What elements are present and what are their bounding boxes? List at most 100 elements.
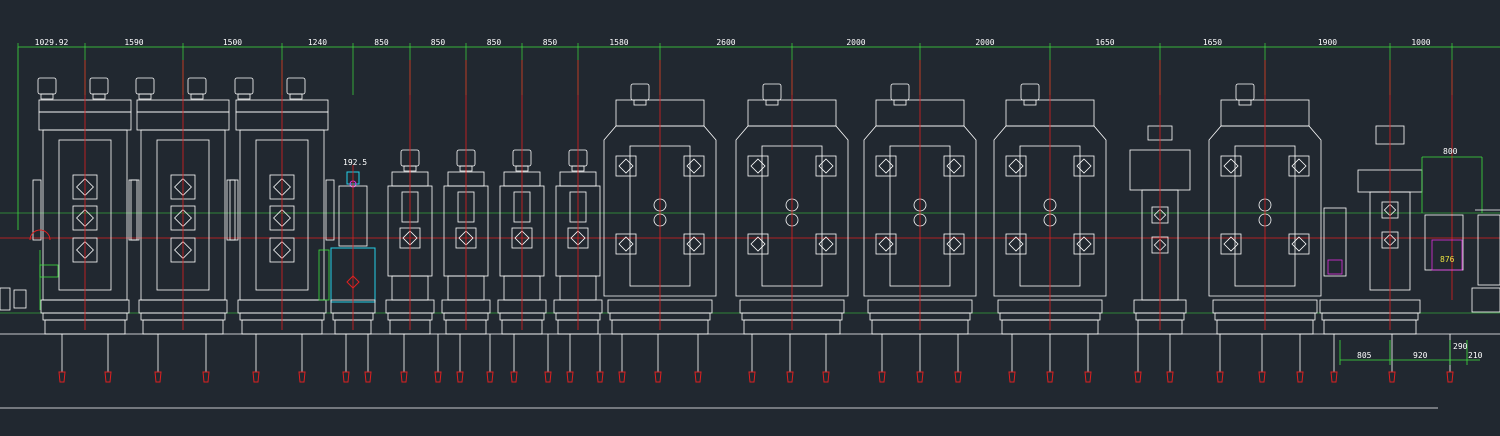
exit-detail: 800 876 xyxy=(1421,147,1500,313)
roll-chock xyxy=(615,233,637,255)
anchor-bolt xyxy=(596,334,604,383)
dimension-extension-lines xyxy=(17,43,1453,95)
bolt-anchor xyxy=(786,371,794,383)
anchor-bolt xyxy=(1134,334,1142,383)
roll-diamond xyxy=(1223,158,1239,174)
bolt-anchor xyxy=(878,371,886,383)
anchor-bolt xyxy=(456,334,464,383)
aux-unit xyxy=(1323,207,1347,277)
top-dimension-label: 850 xyxy=(543,38,558,47)
anchor-bolt xyxy=(1084,334,1092,383)
anchor-bolt xyxy=(486,334,494,383)
motor-body xyxy=(1020,83,1040,101)
roll-chock xyxy=(815,233,837,255)
motor-base xyxy=(237,93,251,100)
xl-housing xyxy=(735,125,849,297)
motor-base xyxy=(1238,99,1252,106)
entry-guide-detail xyxy=(0,229,59,311)
right-dimension-label: 800 xyxy=(1443,147,1458,156)
bolt-anchor xyxy=(1166,371,1174,383)
top-dimension-label: 850 xyxy=(487,38,502,47)
top-dimension-label: 1900 xyxy=(1318,38,1337,47)
roll-diamond xyxy=(818,158,834,174)
mill-stands xyxy=(32,60,1453,335)
bolt-anchor xyxy=(1330,371,1338,383)
roll-diamond xyxy=(618,236,634,252)
bolt-anchor xyxy=(456,371,464,383)
bolt-anchor xyxy=(434,371,442,383)
stand-base xyxy=(1319,299,1421,314)
bolt-anchor xyxy=(954,371,962,383)
bolt-anchor xyxy=(654,371,662,383)
motor-base xyxy=(138,93,152,100)
top-dimension-label: 1029.92 xyxy=(35,38,69,47)
anchor-bolt xyxy=(566,334,574,383)
mill-stand-14 xyxy=(1208,60,1322,335)
top-dimension-label: 1240 xyxy=(308,38,327,47)
motor-body xyxy=(630,83,650,101)
bolt-anchor xyxy=(202,371,210,383)
roll-chock xyxy=(683,155,705,177)
bottom-dimension-row: 805 920 290 210 xyxy=(1339,340,1483,365)
motor-base xyxy=(893,99,907,106)
anchor-bolt xyxy=(1388,334,1396,383)
anchor-bolt xyxy=(878,334,886,383)
motor-base xyxy=(765,99,779,106)
motor-body xyxy=(1235,83,1255,101)
anchor-bolt xyxy=(822,334,830,383)
roll-diamond xyxy=(750,158,766,174)
roll-chock xyxy=(875,233,897,255)
roll-chock xyxy=(747,233,769,255)
top-dimension-label: 2000 xyxy=(846,38,865,47)
bolt-anchor xyxy=(822,371,830,383)
stand-foundation xyxy=(1323,319,1417,335)
bolt-anchor xyxy=(694,371,702,383)
anchor-bolt xyxy=(434,334,442,383)
top-dimension-label: 1000 xyxy=(1411,38,1430,47)
anchor-bolts xyxy=(58,334,1454,383)
anchor-bolt xyxy=(1296,334,1304,383)
bolt-anchor xyxy=(1008,371,1016,383)
bolt-anchor xyxy=(104,371,112,383)
roll-diamond xyxy=(946,158,962,174)
motor-body xyxy=(37,77,57,95)
motor-base xyxy=(190,93,204,100)
roll-chock xyxy=(1005,233,1027,255)
top-dimension-label: 1650 xyxy=(1203,38,1222,47)
motor-box-label: 876 xyxy=(1440,255,1455,264)
anchor-bolt xyxy=(1258,334,1266,383)
xl-housing xyxy=(863,125,977,297)
bolt-anchor xyxy=(364,371,372,383)
top-dimension-label: 1650 xyxy=(1095,38,1114,47)
side-guide xyxy=(226,179,236,241)
bolt-anchor xyxy=(544,371,552,383)
bottom-dim-3: 290 xyxy=(1453,342,1468,351)
bolt-anchor xyxy=(1216,371,1224,383)
roll-diamond xyxy=(1008,236,1024,252)
roll-diamond xyxy=(1291,158,1307,174)
mill-stand-6 xyxy=(441,60,491,335)
mill-stand-8 xyxy=(553,60,603,335)
aux-unit-magenta xyxy=(1327,259,1343,275)
anchor-bolt xyxy=(400,334,408,383)
anchor-bolt xyxy=(916,334,924,383)
bolt-anchor xyxy=(596,371,604,383)
bolt-anchor xyxy=(566,371,574,383)
side-guide xyxy=(325,179,335,241)
top-dimension-label: 850 xyxy=(431,38,446,47)
roll-chock xyxy=(815,155,837,177)
bolt-anchor xyxy=(1446,371,1454,383)
anchor-bolt xyxy=(1330,334,1338,383)
motor-body xyxy=(286,77,306,95)
bolt-anchor xyxy=(748,371,756,383)
top-dimension-row xyxy=(17,46,1500,230)
mill-stand-9 xyxy=(603,60,717,335)
mill-stand-11 xyxy=(863,60,977,335)
anchor-bolt xyxy=(1008,334,1016,383)
mill-stand-12 xyxy=(993,60,1107,335)
roll-chock xyxy=(943,233,965,255)
bolt-anchor xyxy=(154,371,162,383)
roll-diamond xyxy=(1291,236,1307,252)
mill-stand-13 xyxy=(1129,60,1191,335)
